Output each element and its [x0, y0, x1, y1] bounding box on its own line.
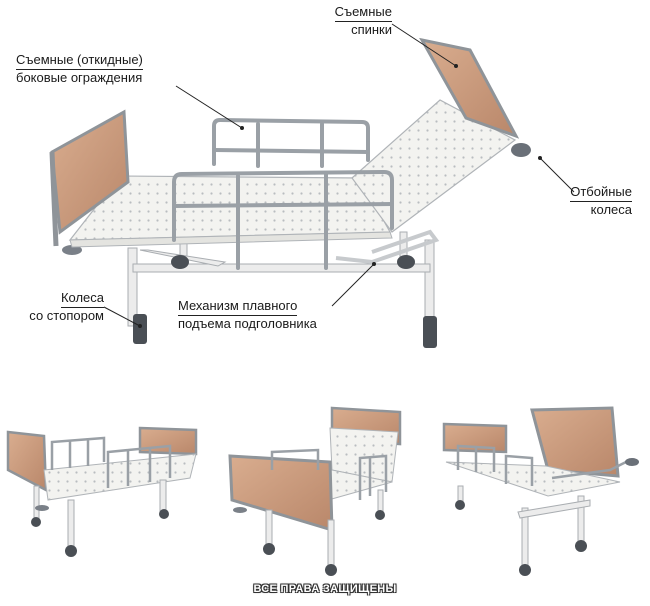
- label-bumper-wheels: Отбойные колеса: [540, 184, 632, 218]
- leader-side-rails: [175, 85, 243, 129]
- label-wheels-lock-line1: Колеса: [60, 290, 104, 308]
- head-headboard: [419, 37, 520, 139]
- main-bed: [49, 37, 531, 348]
- wheel-icon: [62, 143, 531, 348]
- label-removable-backs: Съемные спинки: [296, 4, 392, 38]
- label-bumper-wheels-line1: Отбойные: [570, 184, 632, 202]
- label-removable-backs-line2: спинки: [351, 22, 392, 37]
- label-side-rails-line1: Съемные (откидные): [16, 52, 143, 70]
- small-bed-right: [442, 406, 639, 576]
- label-side-rails: Съемные (откидные) боковые ограждения: [16, 52, 186, 86]
- label-wheels-lock: Колеса со стопором: [8, 290, 104, 324]
- label-side-rails-line2: боковые ограждения: [16, 70, 143, 85]
- label-mechanism-line2: подъема подголовника: [178, 316, 317, 331]
- label-wheels-lock-line2: со стопором: [29, 308, 104, 323]
- label-removable-backs-line1: Съемные: [334, 4, 392, 22]
- copyright-footer: ВСЕ ПРАВА ЗАЩИЩЕНЫ: [253, 583, 397, 595]
- wheel-icon: [233, 507, 385, 576]
- leader-removable-backs: [391, 23, 457, 67]
- wheel-icon: [455, 458, 639, 576]
- small-bed-middle: [228, 406, 402, 576]
- leader-wheels-lock: [103, 306, 141, 327]
- small-bed-left: [6, 426, 198, 557]
- wheel-icon: [31, 505, 169, 557]
- label-mechanism-line1: Механизм плавного: [178, 298, 298, 316]
- label-mechanism: Механизм плавного подъема подголовника: [178, 298, 368, 332]
- label-bumper-wheels-line2: колеса: [590, 202, 632, 217]
- bed-legs: [127, 231, 435, 327]
- leader-bumper-wheels: [539, 157, 575, 193]
- leader-mechanism: [331, 263, 375, 307]
- headrest-mechanism: [335, 229, 440, 265]
- side-rails: [172, 117, 394, 270]
- foot-headboard: [49, 109, 130, 247]
